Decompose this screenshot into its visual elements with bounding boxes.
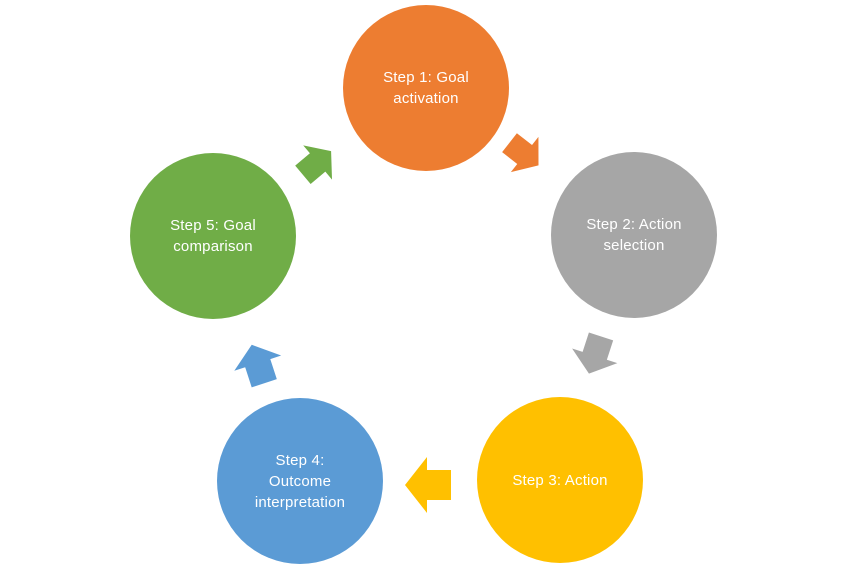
arrow-shape xyxy=(572,332,618,374)
step-1-label: Step 1: Goal activation xyxy=(383,67,469,109)
step-5-label-line: comparison xyxy=(173,238,253,255)
step-3-label: Step 3: Action xyxy=(512,470,607,491)
arrow-step5-to-step1-icon xyxy=(295,145,333,185)
step-5-circle: Step 5: Goal comparison xyxy=(130,153,296,319)
step-5-label-line: Step 5: Goal xyxy=(170,217,256,234)
step-1-circle: Step 1: Goal activation xyxy=(343,5,509,171)
arrow-step1-to-step2-icon xyxy=(502,133,539,173)
arrow-shape xyxy=(405,457,451,513)
step-5-label: Step 5: Goal comparison xyxy=(170,215,256,257)
step-4-label: Step 4: Outcome interpretation xyxy=(255,450,345,513)
step-3-circle: Step 3: Action xyxy=(477,397,643,563)
arrow-shape xyxy=(234,344,282,388)
step-3-label-line: Step 3: Action xyxy=(512,471,608,489)
step-4-label-line: interpretation xyxy=(254,493,346,511)
step-4-label-line: Step 4: xyxy=(275,451,325,469)
step-1-label-line: Step 1: Goal xyxy=(383,69,469,86)
arrow-step4-to-step5-icon xyxy=(234,344,282,388)
arrow-shape xyxy=(502,133,539,173)
arrow-step3-to-step4-icon xyxy=(405,457,451,513)
step-4-circle: Step 4: Outcome interpretation xyxy=(217,398,383,564)
step-4-label-line: Outcome xyxy=(268,472,332,490)
arrow-step2-to-step3-icon xyxy=(572,332,618,374)
step-1-label-line: activation xyxy=(393,90,459,107)
step-2-label-line: selection xyxy=(603,237,665,254)
step-2-label-line: Step 2: Action xyxy=(586,216,682,233)
step-2-label: Step 2: Action selection xyxy=(586,214,681,256)
step-2-circle: Step 2: Action selection xyxy=(551,152,717,318)
arrow-shape xyxy=(295,145,333,185)
